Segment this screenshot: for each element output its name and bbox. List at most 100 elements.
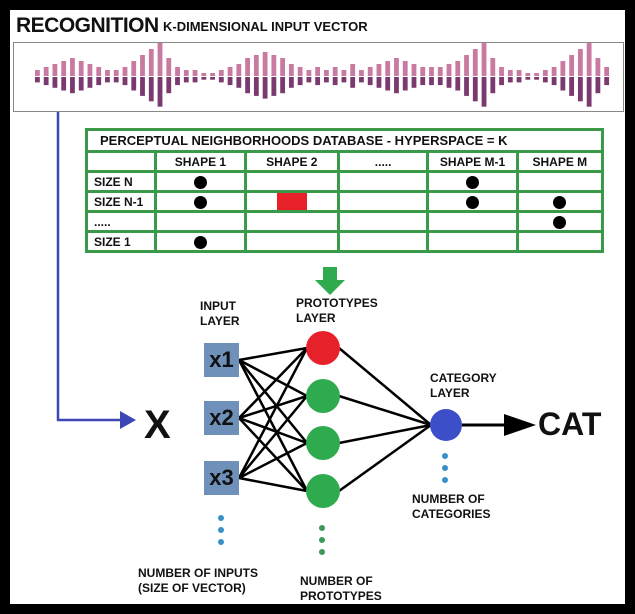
input-prototype-connection (238, 476, 308, 493)
vector-bar-positive (324, 70, 329, 76)
column-header: SHAPE 1 (154, 150, 247, 173)
vector-bar-positive (271, 55, 277, 76)
category-layer-label: CATEGORY LAYER (430, 371, 497, 401)
input-prototype-connection (238, 395, 308, 479)
prototype-dot-icon (465, 195, 479, 209)
table-row: ..... (84, 210, 605, 233)
input-prototype-connection (238, 358, 308, 398)
number-of-inputs-line2: (SIZE OF VECTOR) (138, 581, 246, 595)
input-node-x1: x1 (204, 343, 239, 377)
vector-bar-positive (577, 49, 583, 76)
vector-bar-negative (315, 77, 321, 86)
vector-bar-positive (43, 67, 49, 76)
diagram-title: RECOGNITION (16, 14, 159, 37)
vector-bar-positive (516, 70, 522, 76)
vector-bar-positive (332, 67, 338, 76)
input-node-x3: x3 (204, 461, 239, 495)
category-layer-label-line2: LAYER (430, 386, 470, 400)
input-layer-label-line1: INPUT (200, 299, 236, 313)
input-prototype-connection (238, 441, 308, 480)
table-cell (336, 230, 430, 253)
prototype-category-connection (338, 394, 432, 427)
vector-bar-positive (157, 43, 163, 76)
vector-bar-negative (560, 77, 566, 91)
vector-bar-negative (61, 77, 67, 91)
table-cell (154, 190, 247, 213)
vector-bar-positive (341, 70, 347, 76)
vector-bar-negative (78, 77, 84, 91)
table-cell (426, 230, 519, 253)
vector-bar-negative (122, 77, 128, 86)
prototype-node (306, 379, 340, 413)
vector-connector-line (56, 112, 122, 422)
db-arrow-icon (315, 280, 345, 295)
vector-bar-positive (315, 67, 321, 76)
vector-bar-negative (52, 77, 58, 88)
input-prototype-connection (237, 347, 309, 479)
vector-bar-negative (455, 77, 461, 91)
prototype-node (306, 426, 340, 460)
vector-bar-negative (140, 77, 145, 96)
vector-bar-negative (569, 77, 575, 96)
vector-bar-positive (245, 58, 250, 76)
vector-bar-negative (464, 77, 469, 96)
vector-bar-positive (288, 64, 294, 76)
vector-bar-negative (604, 77, 610, 86)
input-prototype-connection (238, 346, 308, 362)
output-category-label: CAT (538, 406, 602, 442)
vector-bar-negative (105, 77, 110, 83)
number-of-prototypes-line2: PROTOTYPES (300, 589, 382, 603)
input-prototype-connection (238, 416, 308, 445)
vector-bar-positive (359, 70, 364, 76)
vector-bar-negative (534, 77, 539, 80)
table-cell (515, 170, 605, 193)
vector-bar-positive (70, 58, 75, 76)
vector-bar-positive (350, 64, 356, 76)
row-label: SIZE N (84, 170, 158, 193)
input-layer-label: INPUT LAYER (200, 299, 240, 329)
vector-bar-positive (437, 67, 443, 76)
input-prototype-connection (237, 359, 309, 492)
vector-bar-negative (394, 77, 399, 94)
vector-bar-positive (297, 67, 303, 76)
vector-bar-positive (280, 58, 286, 76)
vector-bar-negative (192, 77, 198, 83)
input-vector-title: K-DIMENSIONAL INPUT VECTOR (163, 19, 368, 34)
vector-bar-negative (577, 77, 583, 102)
vector-bar-negative (507, 77, 513, 83)
vector-bar-negative (367, 77, 373, 86)
input-prototype-connection (238, 347, 308, 419)
vector-bar-negative (236, 77, 242, 88)
vector-bar-negative (586, 77, 592, 107)
vector-bar-negative (183, 77, 189, 83)
vector-bar-positive (455, 61, 461, 76)
vector-bar-positive (569, 55, 575, 76)
inputs-ellipsis-dot (218, 515, 224, 521)
number-of-categories-line2: CATEGORIES (412, 507, 491, 521)
highlighted-prototype-icon (276, 193, 307, 210)
vector-bar-positive (78, 61, 84, 76)
vector-bar-negative (280, 77, 286, 94)
prototypes-ellipsis-dot (319, 525, 325, 531)
vector-bar-positive (131, 61, 137, 76)
vector-bar-negative (446, 77, 452, 88)
table-title: PERCEPTUAL NEIGHBORHOODS DATABASE - HYPE… (85, 128, 604, 153)
vector-bar-positive (183, 70, 189, 76)
prototypes-layer-label-line1: PROTOTYPES (296, 296, 378, 310)
vector-bar-negative (96, 77, 102, 86)
table-cell (426, 190, 519, 213)
vector-bar-negative (542, 77, 548, 83)
vector-bar-negative (420, 77, 426, 86)
vector-bar-negative (70, 77, 75, 94)
vector-bar-negative (516, 77, 522, 83)
prototype-dot-icon (193, 235, 207, 249)
table-cell (515, 210, 605, 233)
prototype-dot-icon (553, 215, 567, 229)
vector-bar-positive (429, 67, 434, 76)
output-arrow-icon (504, 414, 536, 436)
vector-bar-positive (96, 67, 102, 76)
vector-bar-positive (210, 73, 215, 76)
table-cell (243, 190, 340, 213)
vector-bar-negative (525, 77, 531, 80)
